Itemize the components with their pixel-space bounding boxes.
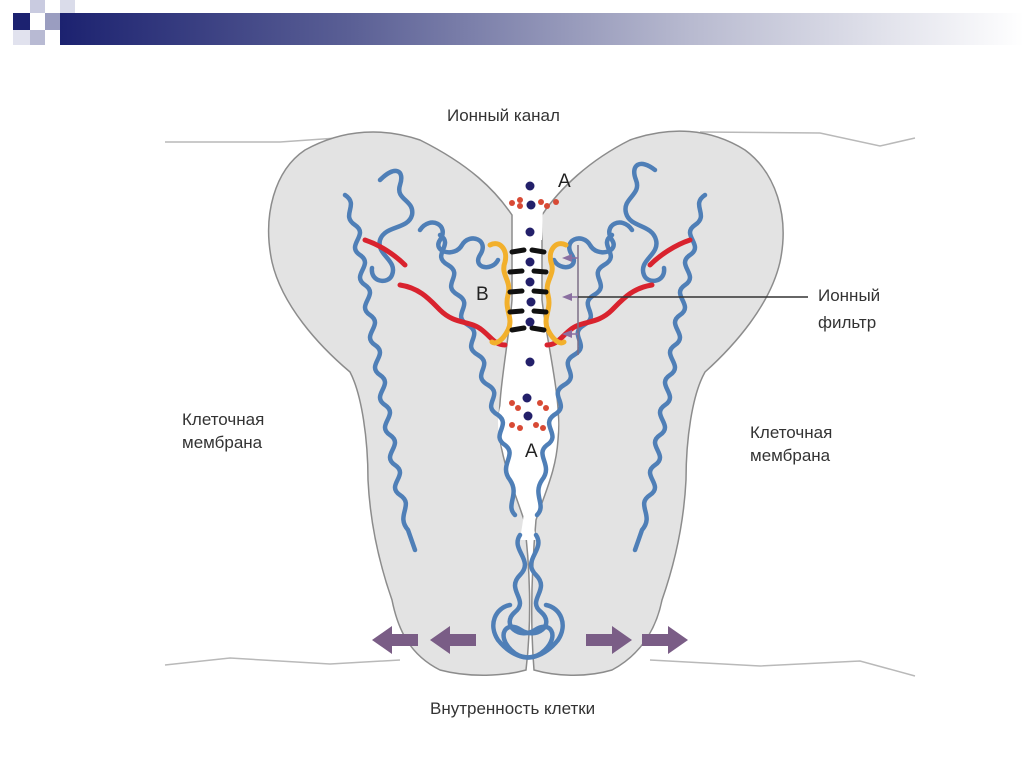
- ion-dark: [526, 278, 535, 287]
- ion-dark: [526, 228, 535, 237]
- filter-dash: [510, 311, 522, 312]
- ion-filter-label: Ионный фильтр: [818, 284, 880, 334]
- ion-water: [537, 400, 543, 406]
- membrane-right-line1: Клеточная: [750, 421, 832, 444]
- ion-water: [515, 405, 521, 411]
- membrane-bottom-line-left: [165, 658, 400, 665]
- ion-water: [517, 203, 523, 209]
- diagram-title: Ионный канал: [447, 104, 560, 127]
- ion-water: [517, 425, 523, 431]
- ion-water: [553, 199, 559, 205]
- filter-dash: [532, 250, 544, 252]
- membrane-label-left: Клеточная мембрана: [182, 408, 264, 454]
- filter-dash: [510, 271, 522, 272]
- ion-dark: [527, 201, 536, 210]
- ion-dark: [526, 182, 535, 191]
- filter-dash: [534, 311, 546, 312]
- ion-dark: [527, 298, 536, 307]
- membrane-right-line2: мембрана: [750, 444, 832, 467]
- label-a-bottom: A: [525, 440, 538, 463]
- ion-dark: [523, 394, 532, 403]
- protein-right-half: [532, 131, 783, 675]
- ion-water: [533, 422, 539, 428]
- membrane-bottom-line-right: [650, 660, 915, 676]
- ion-water: [509, 422, 515, 428]
- label-b: B: [476, 283, 489, 306]
- ion-filter-label-line2: фильтр: [818, 311, 880, 334]
- membrane-left-line2: мембрана: [182, 431, 264, 454]
- ion-water: [509, 400, 515, 406]
- filter-dash: [532, 328, 544, 330]
- ion-filter-label-line1: Ионный: [818, 284, 880, 307]
- filter-dash: [512, 328, 524, 330]
- membrane-label-right: Клеточная мембрана: [750, 421, 832, 467]
- ion-water: [509, 200, 515, 206]
- label-a-top: A: [558, 170, 571, 193]
- ion-dark: [526, 358, 535, 367]
- ion-dark: [526, 318, 535, 327]
- ion-water: [540, 425, 546, 431]
- ion-dark: [526, 258, 535, 267]
- ion-dark: [524, 412, 533, 421]
- filter-dash: [510, 291, 522, 292]
- filter-dash: [534, 271, 546, 272]
- membrane-left-line1: Клеточная: [182, 408, 264, 431]
- ion-water: [544, 203, 550, 209]
- ion-water: [543, 405, 549, 411]
- ion-water: [517, 197, 523, 203]
- ion-water: [538, 199, 544, 205]
- bottom-label: Внутренность клетки: [430, 697, 595, 720]
- filter-dash: [512, 250, 524, 252]
- filter-dash: [534, 291, 546, 292]
